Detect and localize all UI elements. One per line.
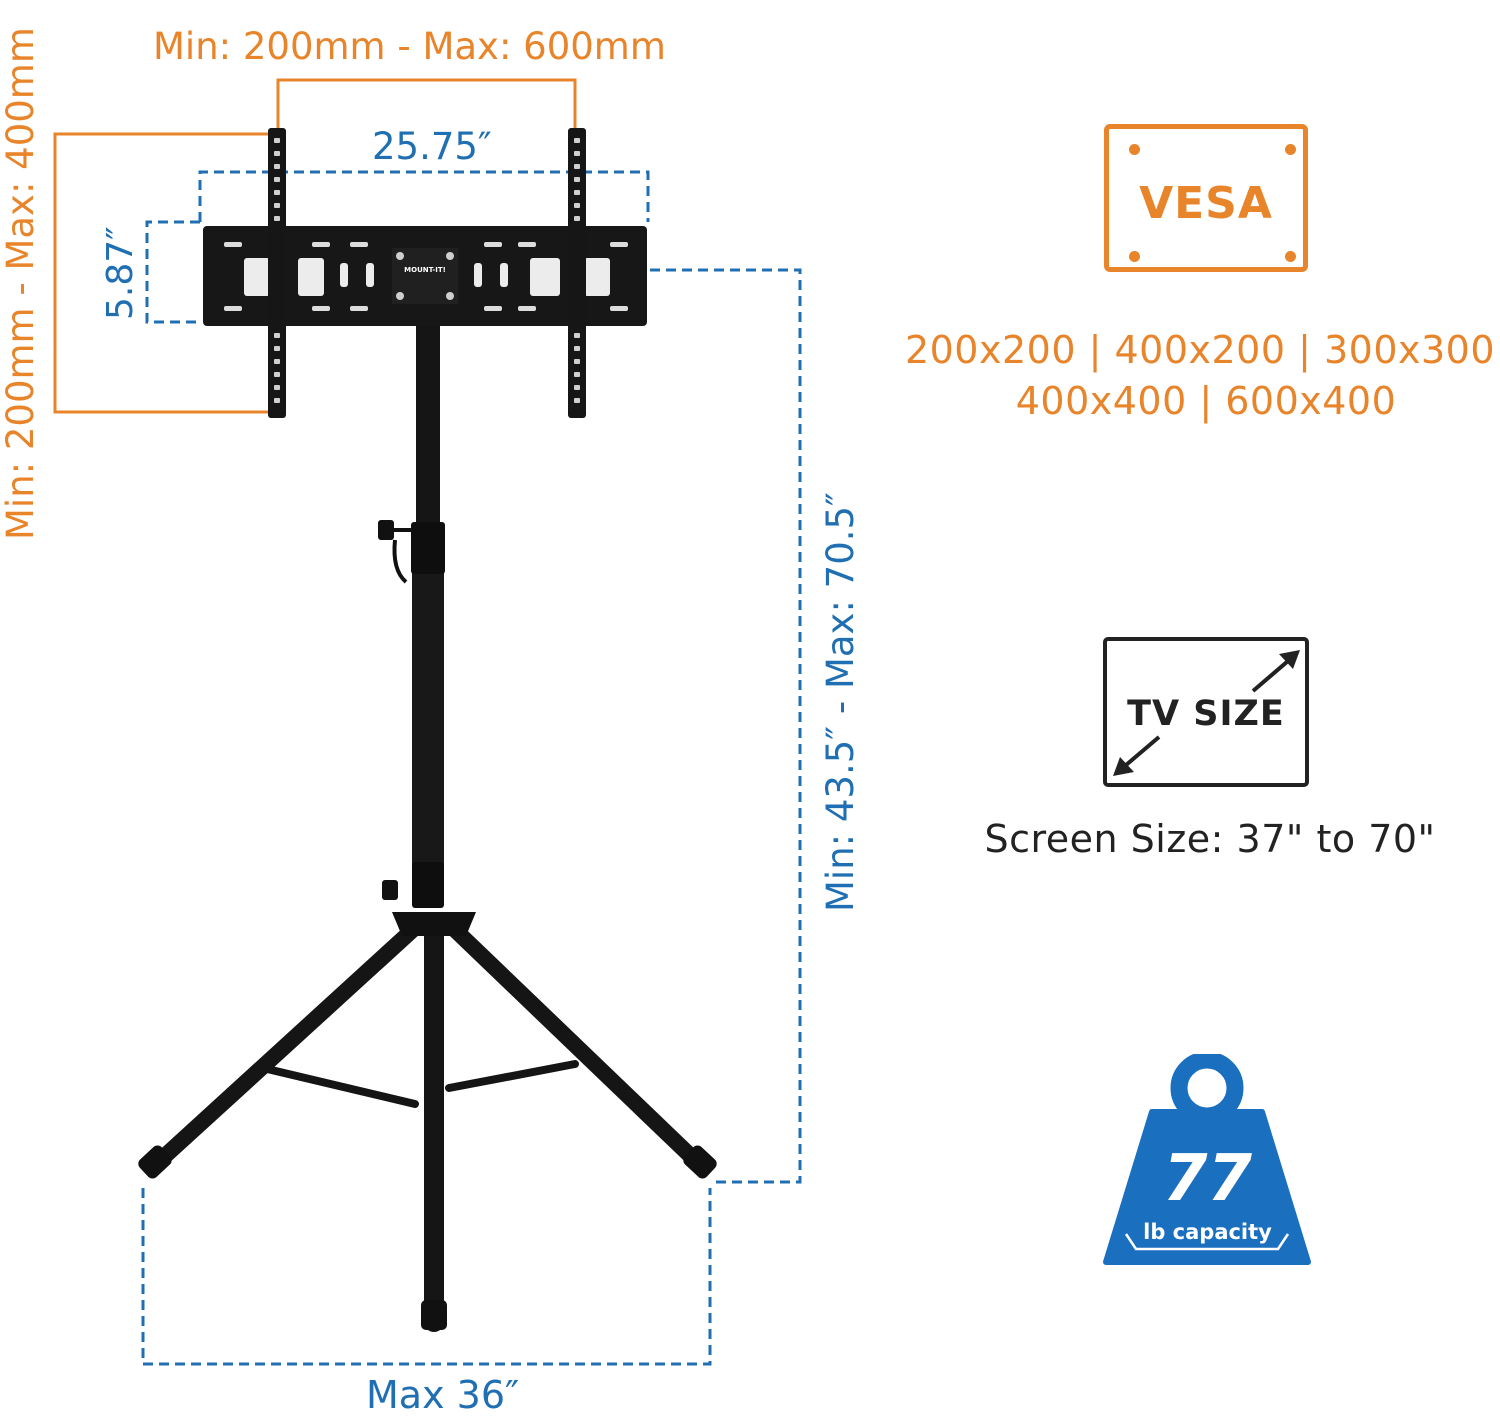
arm-hole <box>274 398 280 403</box>
base-width-dimension-line <box>141 1188 712 1366</box>
vesa-badge-label: VESA <box>1139 178 1273 229</box>
vesa-height-dimension-line <box>53 132 268 414</box>
arm-hole <box>274 138 280 143</box>
vesa-width-label: Min: 200mm - Max: 600mm <box>153 25 666 68</box>
bracket-width-dimension-line <box>198 170 650 222</box>
vesa-patterns-line-1: 200x200 | 400x200 | 300x300 <box>904 328 1496 372</box>
bracket-height-dimension-line <box>145 220 200 324</box>
tv-size-badge-label: TV SIZE <box>1127 694 1285 734</box>
tv-mounting-arms <box>268 128 586 418</box>
stand-height-dimension-line <box>650 268 802 1184</box>
height-knob <box>378 520 394 540</box>
bracket-height-label: 5.87″ <box>100 226 141 320</box>
tripod-base <box>147 917 708 1332</box>
arm-hole <box>574 190 580 195</box>
arm-hole <box>574 177 580 182</box>
brand-logo: MOUNT-IT! <box>404 266 446 274</box>
bracket-width-label: 25.75″ <box>372 125 492 168</box>
arm-hole <box>274 190 280 195</box>
arm-hole <box>574 385 580 390</box>
tv-size-badge: TV SIZE <box>1103 637 1309 787</box>
arm-hole <box>274 216 280 221</box>
arm-hole <box>574 138 580 143</box>
vesa-height-label: Min: 200mm - Max: 400mm <box>0 27 42 540</box>
tripod-feet <box>138 1145 717 1330</box>
base-width-label: Max 36″ <box>366 1373 520 1417</box>
vesa-badge: VESA <box>1104 124 1308 272</box>
arm-hole <box>274 151 280 156</box>
vesa-patterns-line-2: 400x400 | 600x400 <box>1015 379 1397 423</box>
arm-hole <box>574 164 580 169</box>
arm-hole <box>274 333 280 338</box>
screen-size-label: Screen Size: 37" to 70" <box>984 817 1436 861</box>
weight-capacity-icon <box>1103 1054 1311 1265</box>
arm-hole <box>574 216 580 221</box>
arm-hole <box>574 151 580 156</box>
vesa-width-dimension-line <box>276 78 577 130</box>
arm-hole <box>274 372 280 377</box>
telescopic-pole <box>378 320 445 908</box>
arm-hole <box>574 333 580 338</box>
arm-hole <box>274 346 280 351</box>
stand-height-label: Min: 43.5″ - Max: 70.5″ <box>819 492 862 912</box>
leg-hub <box>392 912 476 936</box>
arm-hole <box>574 203 580 208</box>
arm-hole <box>574 372 580 377</box>
arm-hole <box>274 359 280 364</box>
capacity-unit: lb capacity <box>1143 1220 1272 1244</box>
arm-hole <box>574 359 580 364</box>
arm-hole <box>574 398 580 403</box>
diagonal-arrow-icon <box>1113 650 1300 776</box>
lock-knob <box>382 880 398 900</box>
capacity-value: 77 <box>1162 1142 1253 1216</box>
arm-hole <box>574 346 580 351</box>
arm-hole <box>274 385 280 390</box>
mounting-plate: MOUNT-IT! <box>203 226 647 326</box>
arm-hole <box>274 164 280 169</box>
arm-hole <box>274 203 280 208</box>
arm-hole <box>274 177 280 182</box>
